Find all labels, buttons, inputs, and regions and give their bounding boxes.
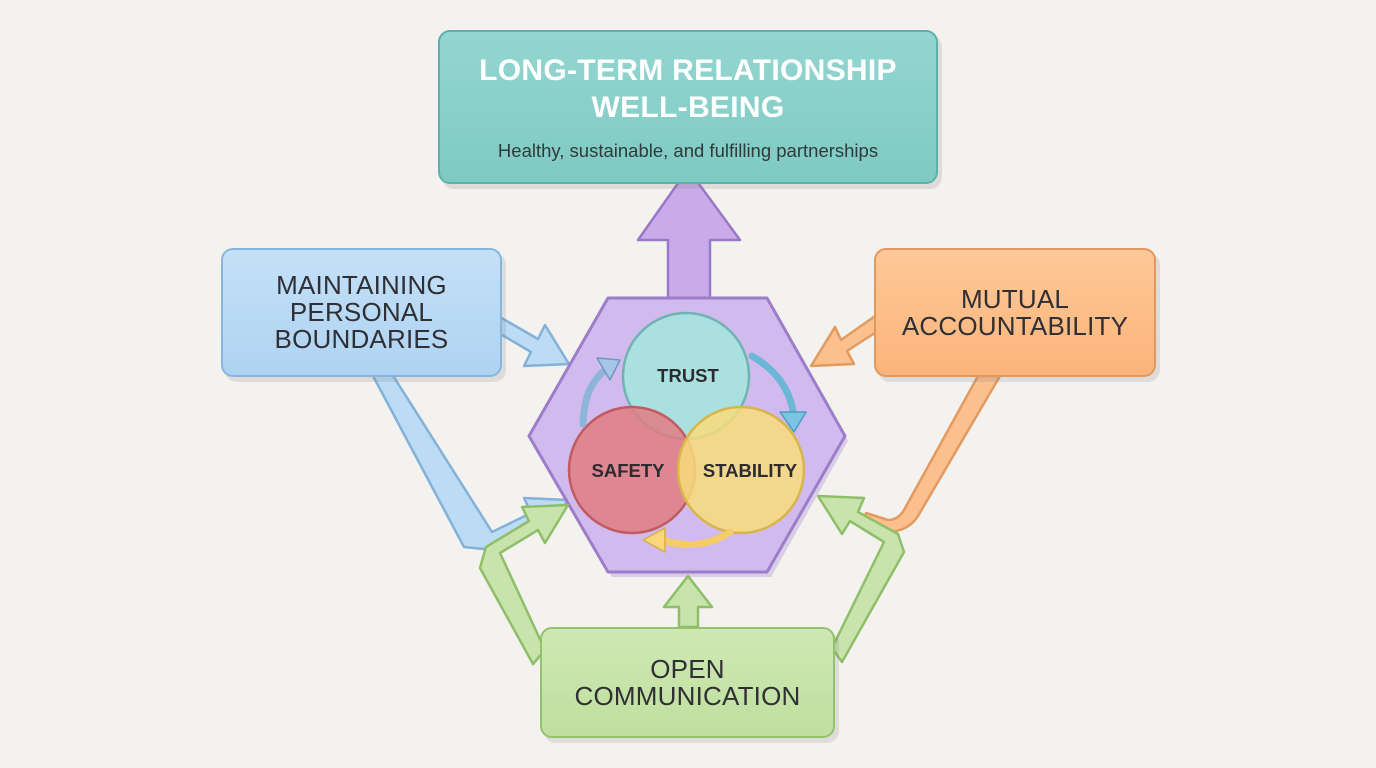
stability-circle: [676, 405, 806, 535]
boundaries-box: MAINTAINING PERSONAL BOUNDARIES: [221, 248, 502, 377]
cycle-arrow-stability-safety: [658, 528, 734, 548]
core-to-goal-arrow: [636, 167, 742, 302]
cycle-arrow-safety-trust: [579, 364, 612, 428]
communication-to-core-arrow: [662, 574, 714, 629]
cycle-arrowhead-safety-trust: [596, 357, 621, 381]
communication-label-line: OPEN: [650, 653, 725, 684]
goal-title-line: WELL-BEING: [591, 91, 785, 124]
goal-box: LONG-TERM RELATIONSHIP WELL-BEING Health…: [438, 30, 938, 184]
communication-label: OPEN COMMUNICATION: [574, 653, 801, 711]
accountability-label: MUTUAL ACCOUNTABILITY: [901, 283, 1129, 341]
communication-box: OPEN COMMUNICATION: [540, 627, 835, 738]
goal-title: LONG-TERM RELATIONSHIP WELL-BEING: [479, 52, 897, 126]
boundaries-label-line: BOUNDARIES: [274, 324, 449, 354]
cycle-arrows: [579, 352, 807, 553]
cycle-arrowhead-stability-safety: [642, 527, 666, 553]
stability-label: STABILITY: [703, 460, 798, 481]
boundaries-label-line: PERSONAL: [289, 297, 434, 327]
goal-title-line: LONG-TERM RELATIONSHIP: [479, 54, 897, 87]
communication-label-line: COMMUNICATION: [574, 680, 801, 711]
accountability-box: MUTUAL ACCOUNTABILITY: [874, 248, 1156, 377]
communication-arrows: [478, 494, 906, 666]
goal-subtitle: Healthy, sustainable, and fulfilling par…: [497, 140, 879, 161]
communication-left-arrow: [478, 503, 570, 666]
boundaries-label-line: MAINTAINING: [276, 270, 447, 300]
boundaries-label: MAINTAINING PERSONAL BOUNDARIES: [275, 272, 449, 353]
accountability-label-line: MUTUAL: [960, 283, 1070, 314]
boundaries-to-core-arrow: [490, 314, 571, 368]
safety-label: SAFETY: [592, 460, 666, 481]
cycle-arrow-trust-stability: [748, 352, 798, 422]
trust-label: TRUST: [657, 365, 719, 386]
cycle-arrowhead-trust-stability: [779, 411, 807, 433]
accountability-label-line: ACCOUNTABILITY: [901, 310, 1129, 341]
communication-right-arrow: [816, 494, 906, 664]
accountability-bend-arrow: [860, 374, 1002, 534]
